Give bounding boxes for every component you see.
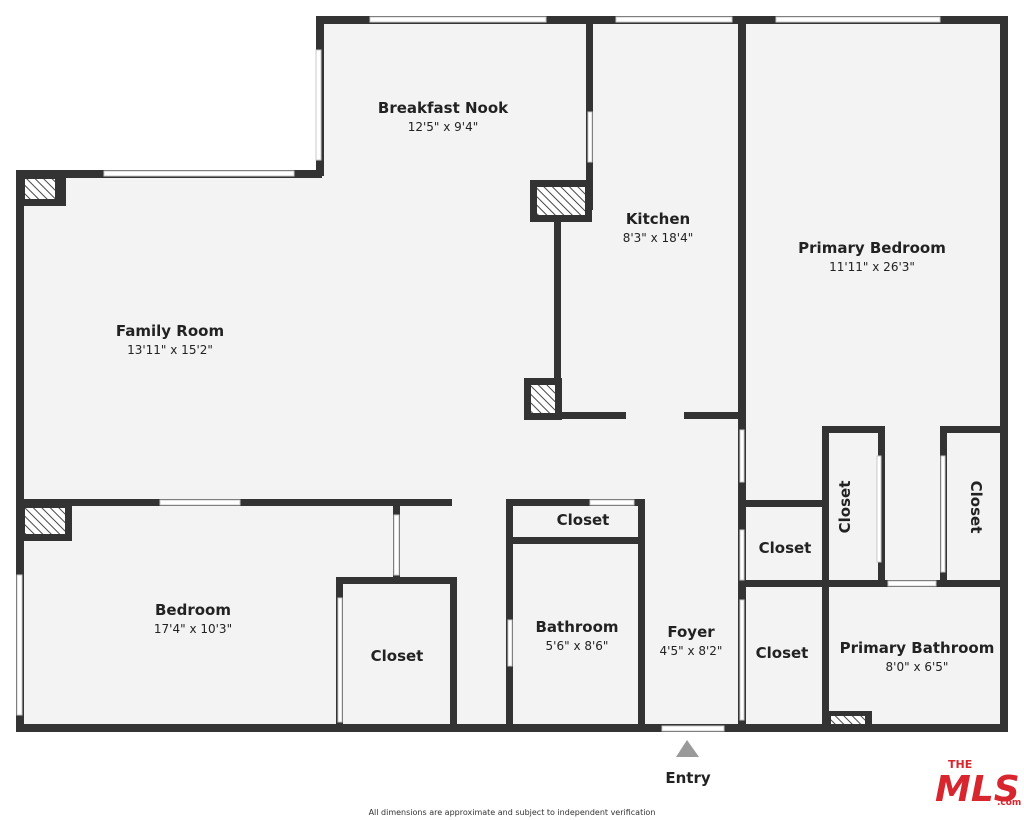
room-primary-bedroom: Primary Bedroom 11'11" x 26'3" (798, 239, 946, 274)
closet-vertical-right-label: Closet (967, 481, 985, 534)
entry-label: Entry (665, 769, 710, 787)
logo-the: THE (948, 758, 972, 771)
room-kitchen: Kitchen 8'3" x 18'4" (623, 210, 694, 245)
closet-low-label: Closet (756, 644, 809, 662)
room-dims: 8'3" x 18'4" (623, 231, 694, 245)
floor-area (18, 18, 1006, 730)
room-dims: 17'4" x 10'3" (154, 622, 232, 636)
room-dims: 5'6" x 8'6" (546, 639, 609, 653)
room-name: Primary Bedroom (798, 239, 946, 257)
logo-com: .com (997, 798, 1021, 808)
room-name: Bathroom (535, 618, 618, 636)
room-dims: 4'5" x 8'2" (660, 644, 723, 658)
room-family-room: Family Room 13'11" x 15'2" (116, 322, 224, 357)
room-primary-bathroom: Primary Bathroom 8'0" x 6'5" (840, 639, 995, 674)
room-name: Primary Bathroom (840, 639, 995, 657)
room-dims: 13'11" x 15'2" (127, 343, 213, 357)
closet-mid-label: Closet (759, 539, 812, 557)
room-name: Breakfast Nook (378, 99, 509, 117)
room-dims: 8'0" x 6'5" (886, 660, 949, 674)
closet-hall-label: Closet (557, 511, 610, 529)
disclaimer-text: All dimensions are approximate and subje… (369, 808, 656, 817)
room-dims: 12'5" x 9'4" (408, 120, 479, 134)
room-foyer: Foyer 4'5" x 8'2" (660, 623, 723, 658)
logo-mls: MLS (935, 769, 1020, 810)
room-name: Kitchen (626, 210, 690, 228)
room-bedroom: Bedroom 17'4" x 10'3" (154, 601, 232, 636)
mls-logo: THE MLS .com (935, 758, 1021, 810)
windows (16, 16, 946, 732)
closet-bedroom-label: Closet (371, 647, 424, 665)
room-dims: 11'11" x 26'3" (829, 260, 915, 274)
room-breakfast-nook: Breakfast Nook 12'5" x 9'4" (378, 99, 509, 134)
room-bathroom: Bathroom 5'6" x 8'6" (535, 618, 618, 653)
room-name: Foyer (667, 623, 715, 641)
entry-arrow-icon (676, 740, 699, 757)
entry-marker: Entry (665, 740, 711, 787)
room-name: Family Room (116, 322, 224, 340)
structural-columns (20, 174, 872, 727)
room-name: Bedroom (155, 601, 231, 619)
closet-vertical-left-label: Closet (836, 481, 854, 534)
